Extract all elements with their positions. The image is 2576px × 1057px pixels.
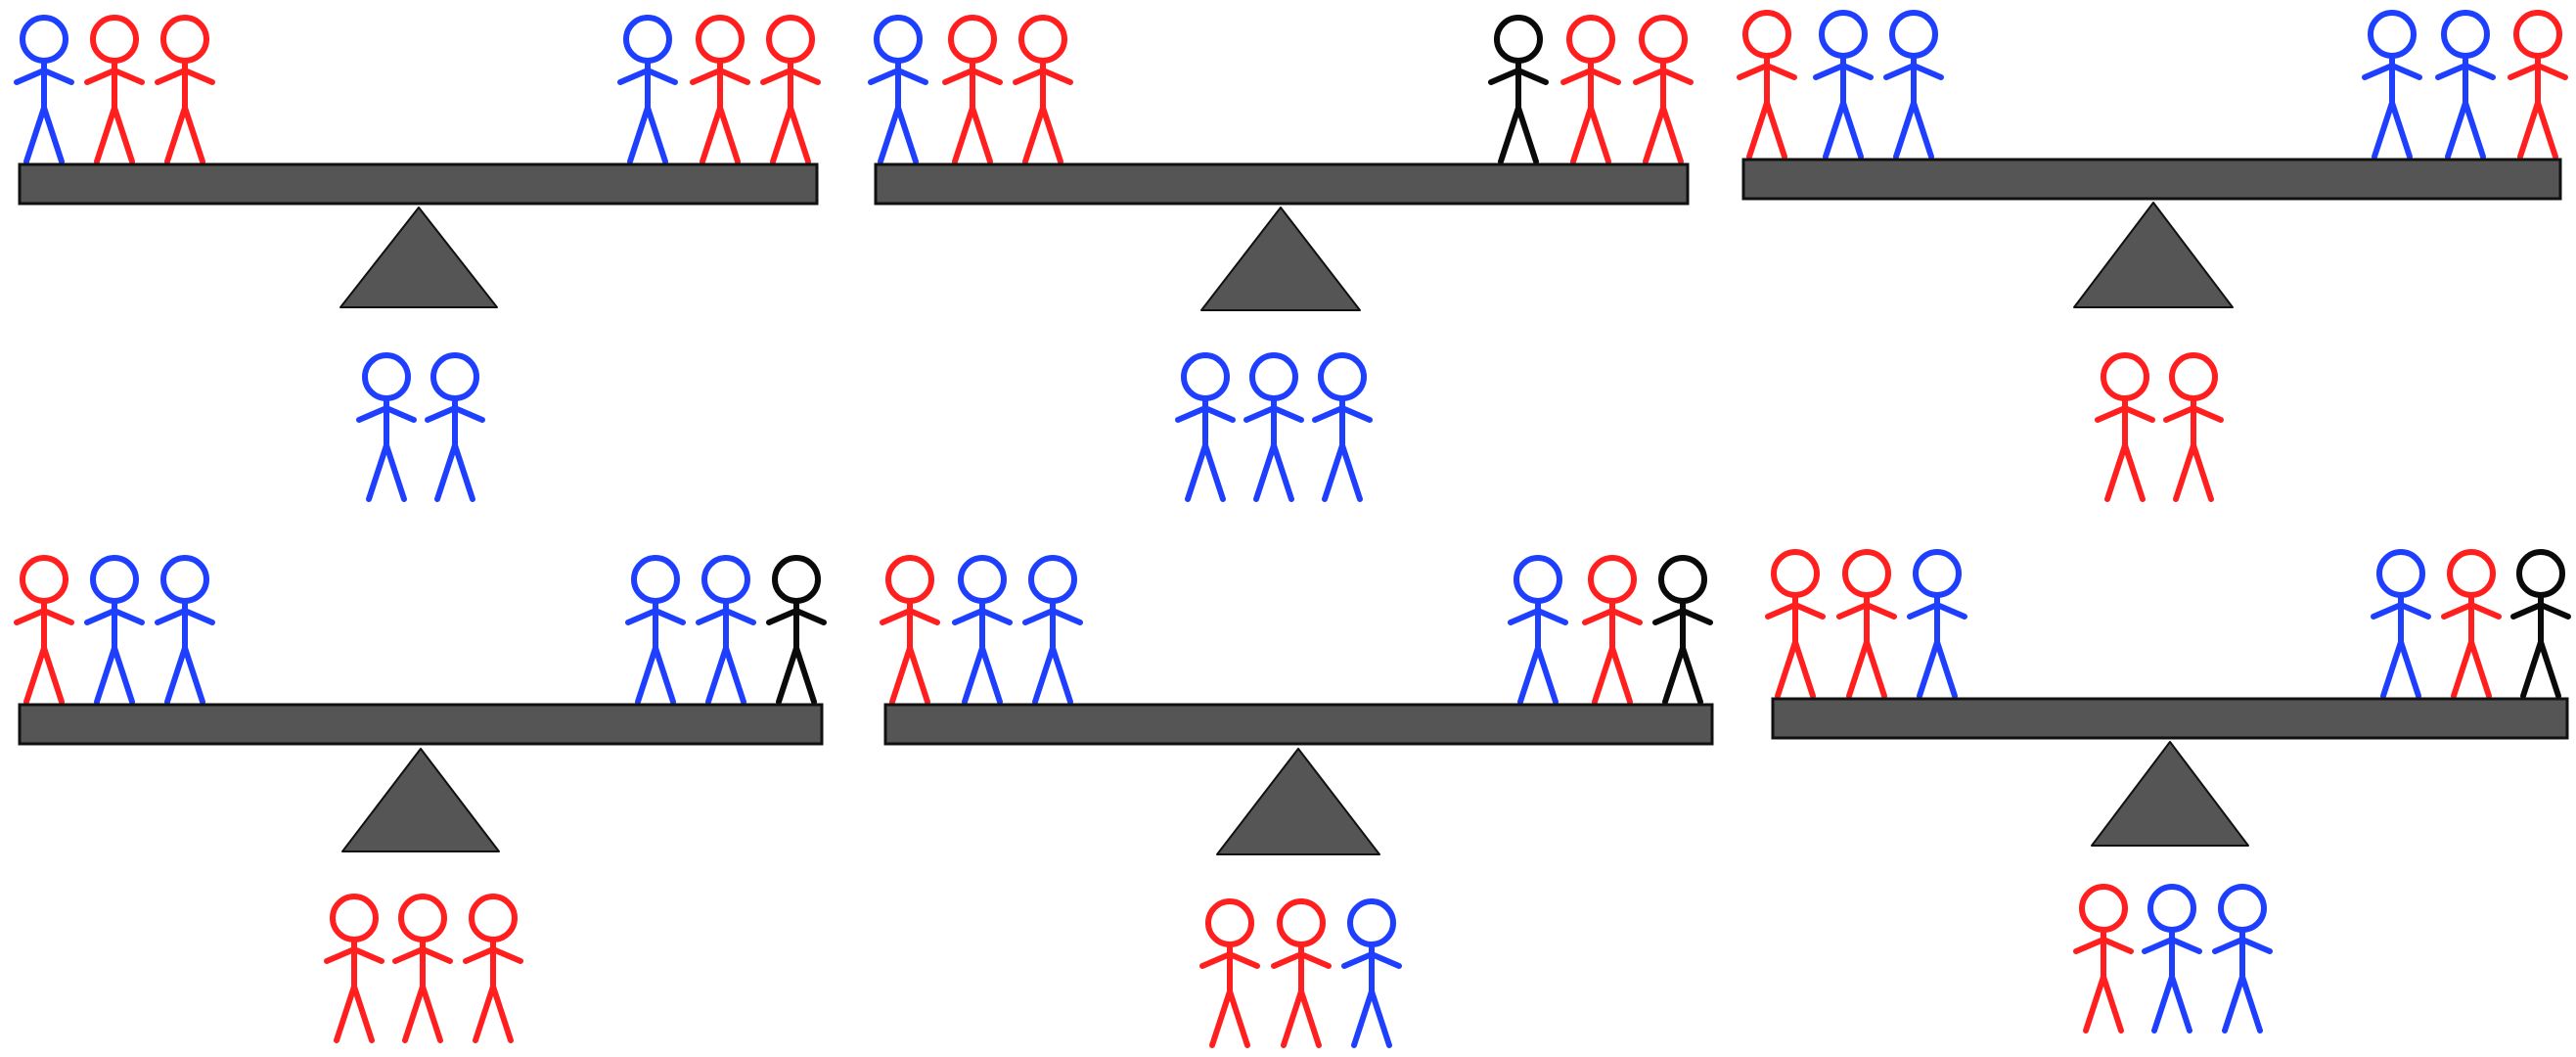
- left-pan-figure-blue: [1813, 10, 1874, 160]
- below-figure-blue: [1341, 898, 1402, 1048]
- right-pan-figure-red: [1633, 15, 1694, 164]
- right-pan-figure-blue: [2435, 10, 2496, 160]
- fulcrum-triangle: [1216, 748, 1380, 855]
- balance-puzzle-2: [868, 15, 1694, 502]
- right-pan-figure-black: [2510, 549, 2571, 699]
- left-pan-figure-red: [155, 15, 215, 164]
- left-pan-figure-blue: [1022, 555, 1083, 705]
- answer-group: [1199, 898, 1402, 1048]
- left-pan-figure-red: [1013, 15, 1073, 164]
- left-pan-figure-blue: [952, 555, 1013, 705]
- left-pan-figure-red: [14, 555, 74, 705]
- right-pan-figure-blue: [2362, 10, 2422, 160]
- right-pan-figure-black: [1652, 555, 1713, 705]
- answer-group: [2073, 884, 2273, 1034]
- below-figure-red: [2095, 352, 2155, 502]
- right-pan-figure-black: [766, 555, 827, 705]
- left-pan-figure-blue: [868, 15, 928, 164]
- below-figure-red: [2163, 352, 2224, 502]
- left-pan-figure-red: [942, 15, 1003, 164]
- below-figure-blue: [1243, 352, 1304, 502]
- right-pan-figure-red: [2508, 10, 2568, 160]
- answer-group: [356, 352, 485, 502]
- below-figure-blue: [2212, 884, 2273, 1034]
- left-pan-figure-blue: [1907, 549, 1967, 699]
- below-figure-red: [2073, 884, 2134, 1034]
- seesaw-beam: [1771, 697, 2569, 740]
- left-pan-figure-blue: [1883, 10, 1944, 160]
- right-pan-figure-blue: [696, 555, 756, 705]
- left-pan-figure-red: [1836, 549, 1897, 699]
- balance-puzzle-1: [14, 15, 821, 502]
- fulcrum-triangle: [339, 207, 498, 308]
- balance-puzzle-5: [880, 555, 1714, 1048]
- left-pan-figure-blue: [84, 555, 145, 705]
- below-figure-blue: [1175, 352, 1236, 502]
- below-figure-blue: [1312, 352, 1373, 502]
- balance-puzzle-6: [1765, 549, 2571, 1034]
- right-pan-figure-blue: [1508, 555, 1568, 705]
- fulcrum-triangle: [2091, 741, 2249, 847]
- below-figure-red: [463, 894, 523, 1043]
- answer-group: [2095, 352, 2224, 502]
- right-pan-figure-red: [690, 15, 750, 164]
- seesaw-beam: [18, 703, 824, 746]
- answer-group: [1175, 352, 1373, 502]
- left-pan-figure-red: [84, 15, 145, 164]
- below-figure-red: [324, 894, 384, 1043]
- below-figure-blue: [2142, 884, 2202, 1034]
- fulcrum-triangle: [2073, 202, 2234, 308]
- below-figure-red: [1271, 898, 1332, 1048]
- right-pan-figure-red: [760, 15, 821, 164]
- below-figure-red: [392, 894, 453, 1043]
- answer-group: [324, 894, 523, 1043]
- right-pan-figure-red: [1560, 15, 1621, 164]
- left-pan-figure-red: [1737, 10, 1797, 160]
- below-figure-blue: [356, 352, 417, 502]
- seesaw-beam: [18, 162, 819, 206]
- left-pan-figure-red: [1765, 549, 1826, 699]
- fulcrum-triangle: [1200, 207, 1361, 311]
- below-figure-red: [1199, 898, 1260, 1048]
- left-pan-figure-blue: [155, 555, 215, 705]
- right-pan-figure-blue: [2371, 549, 2431, 699]
- seesaw-beam: [874, 162, 1690, 206]
- seesaw-beam: [1741, 158, 2562, 201]
- left-pan-figure-red: [880, 555, 940, 705]
- balance-puzzle-4: [14, 555, 827, 1043]
- right-pan-figure-red: [1582, 555, 1643, 705]
- right-pan-figure-black: [1488, 15, 1549, 164]
- below-figure-blue: [425, 352, 485, 502]
- right-pan-figure-blue: [617, 15, 678, 164]
- balance-puzzle-3: [1737, 10, 2568, 502]
- right-pan-figure-blue: [625, 555, 686, 705]
- seesaw-beam: [883, 703, 1714, 746]
- left-pan-figure-blue: [14, 15, 74, 164]
- fulcrum-triangle: [341, 748, 500, 852]
- right-pan-figure-red: [2441, 549, 2502, 699]
